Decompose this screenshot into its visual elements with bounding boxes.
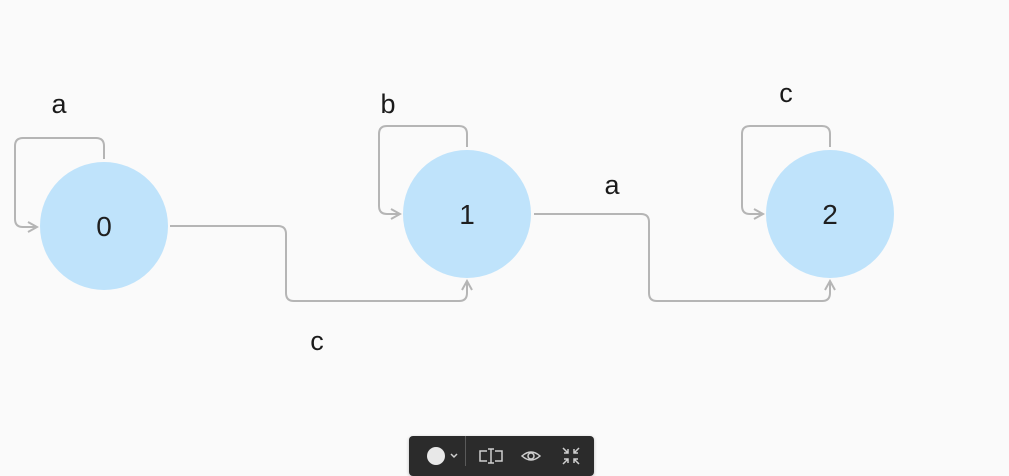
edge-1-2[interactable] xyxy=(534,213,830,302)
visibility-button[interactable] xyxy=(519,436,543,476)
color-picker-button[interactable] xyxy=(421,436,461,476)
edge-label-1-1: b xyxy=(380,89,395,119)
diagram-canvas: a b c c a 0 1 2 xyxy=(14,78,894,356)
edge-label-1-2: a xyxy=(604,170,620,200)
edge-0-1[interactable] xyxy=(170,225,467,302)
edge-1-1[interactable] xyxy=(378,125,468,214)
text-field-button[interactable] xyxy=(477,436,505,476)
edge-label-2-2: c xyxy=(779,78,793,108)
eye-icon xyxy=(521,451,541,461)
text-field-icon xyxy=(479,448,503,464)
edge-label-0-1: c xyxy=(310,326,324,356)
edge-2-2[interactable] xyxy=(741,125,831,214)
node-2[interactable]: 2 xyxy=(766,150,894,278)
collapse-button[interactable] xyxy=(559,436,583,476)
color-swatch-icon xyxy=(427,447,458,465)
floating-toolbar xyxy=(409,436,594,476)
node-0-label: 0 xyxy=(96,211,112,242)
node-0[interactable]: 0 xyxy=(40,162,168,290)
node-2-label: 2 xyxy=(822,199,838,230)
node-1-label: 1 xyxy=(459,199,475,230)
node-0-circle xyxy=(40,162,168,290)
node-1[interactable]: 1 xyxy=(403,150,531,278)
edge-label-0-0: a xyxy=(51,89,67,119)
collapse-icon xyxy=(562,447,580,465)
toolbar-divider xyxy=(465,436,466,466)
edge-0-0[interactable] xyxy=(14,137,105,227)
chevron-down-icon xyxy=(450,453,458,459)
node-2-circle xyxy=(766,150,894,278)
node-1-circle xyxy=(403,150,531,278)
